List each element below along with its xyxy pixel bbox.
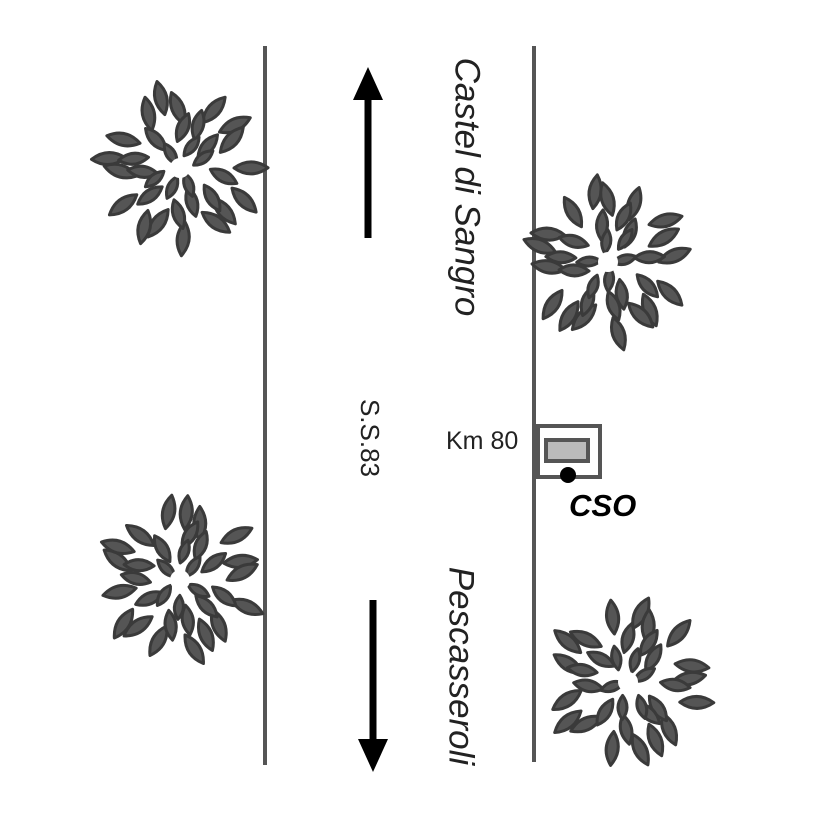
kilometre-marker-label: Km 80 — [446, 427, 519, 455]
tree-icon — [99, 493, 265, 666]
tree-icon — [522, 173, 692, 352]
station-label: CSO — [569, 488, 637, 523]
direction-north-label: Castel di Sangro — [447, 57, 487, 317]
direction-south-label: Pescasseroli — [441, 566, 481, 766]
station-icon — [536, 424, 602, 483]
tree-icon — [90, 80, 270, 258]
tree-icon — [551, 596, 716, 767]
arrow-down-icon — [358, 600, 388, 772]
station-point — [560, 467, 576, 483]
road-name-label: S.S.83 — [355, 398, 385, 478]
arrow-up-icon — [353, 67, 383, 238]
